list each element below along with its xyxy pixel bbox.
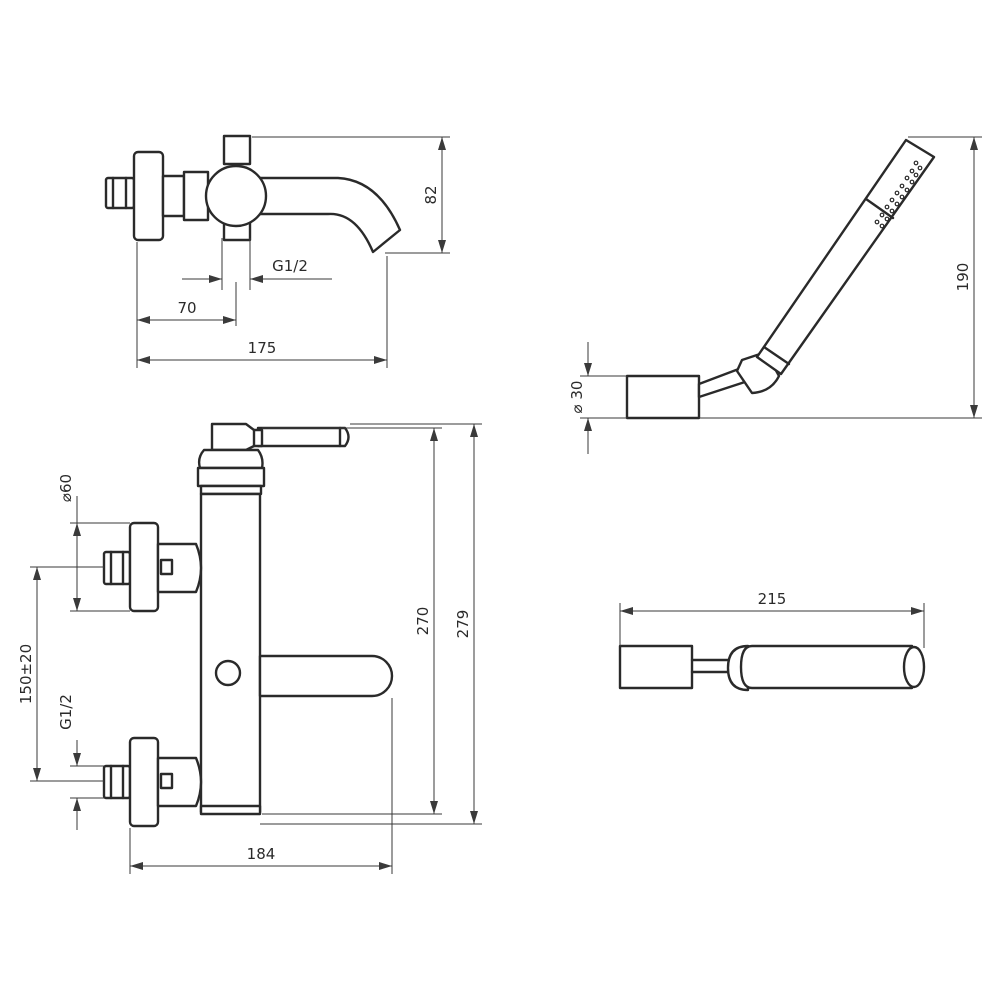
top-view-dimensions: 82 G1/2 70 175	[136, 136, 450, 368]
handshower-top-dimensions: 215	[619, 590, 925, 648]
front-thread-label: G1/2	[57, 694, 75, 730]
handshower-side-dimensions: ⌀ 30 190	[568, 136, 982, 454]
front-total-width-label: 184	[247, 845, 276, 863]
handshower-length-label: 215	[758, 590, 787, 608]
top-inlet-offset-label: 70	[177, 299, 196, 317]
handshower-side-body	[625, 138, 936, 420]
front-height-total-label: 279	[454, 610, 472, 639]
handshower-top-view: 215	[618, 590, 926, 692]
top-view: 82 G1/2 70 175	[104, 134, 450, 368]
handshower-top-body	[618, 644, 926, 692]
front-inlet-spacing-label: 150±20	[17, 644, 35, 704]
handshower-height-label: 190	[954, 263, 972, 292]
front-view: ⌀60 150±20 G1/2 270	[17, 422, 482, 874]
top-view-body	[104, 134, 402, 254]
top-thread-label: G1/2	[272, 257, 308, 275]
handshower-side-view: ⌀ 30 190	[568, 136, 982, 454]
front-flange-diameter-label: ⌀60	[57, 474, 75, 502]
top-height-label: 82	[422, 185, 440, 204]
front-view-dimensions: ⌀60 150±20 G1/2 270	[17, 423, 482, 874]
holder-diameter-label: ⌀ 30	[568, 381, 586, 414]
top-total-length-label: 175	[248, 339, 277, 357]
front-height-inner-label: 270	[414, 607, 432, 636]
front-view-body	[102, 422, 394, 828]
nozzle-holes	[874, 160, 923, 229]
